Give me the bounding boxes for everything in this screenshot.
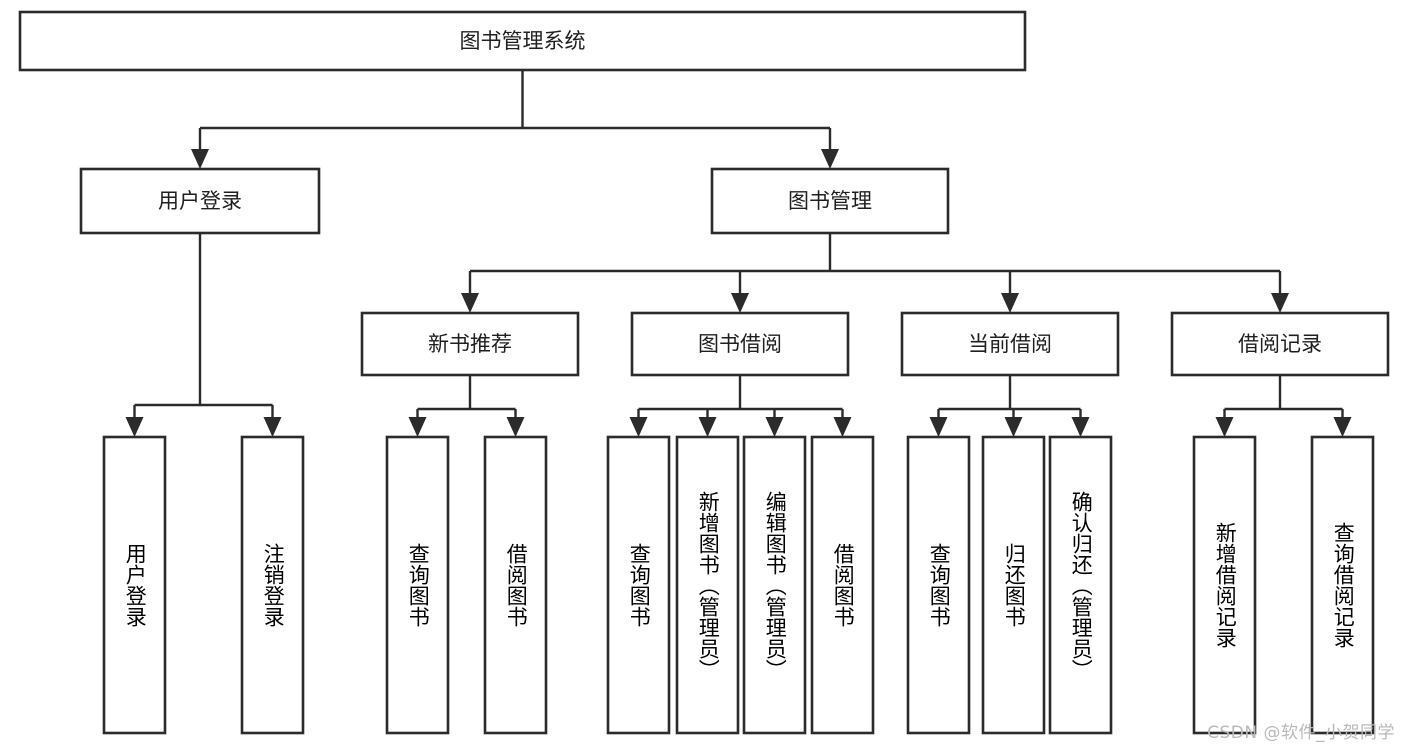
arrow-head-icon <box>1004 417 1023 437</box>
arrow-head-icon <box>461 293 479 313</box>
node-box-new-book-recommend[interactable] <box>360 311 580 377</box>
arrow-head-icon <box>1333 417 1352 437</box>
arrow-head-icon <box>263 417 282 437</box>
arrow-head-icon <box>125 417 144 437</box>
arrow-head-icon <box>1215 417 1234 437</box>
node-box-leaf-return-book[interactable] <box>981 435 1046 735</box>
connectors-layer <box>125 70 1352 437</box>
arrow-head-icon <box>698 417 717 437</box>
node-box-leaf-query-borrow-record[interactable] <box>1310 435 1375 735</box>
node-box-leaf-user-logout[interactable] <box>240 435 305 735</box>
node-box-book-borrow[interactable] <box>630 311 850 377</box>
arrow-head-icon <box>1271 293 1289 313</box>
arrow-head-icon <box>629 417 648 437</box>
node-box-leaf-query-book-recommend[interactable] <box>385 435 450 735</box>
arrow-head-icon <box>765 417 784 437</box>
boxes-layer <box>18 10 1390 735</box>
arrow-head-icon <box>408 417 427 437</box>
node-box-user-login[interactable] <box>79 167 321 235</box>
node-box-leaf-add-book-admin[interactable] <box>675 435 740 735</box>
node-box-leaf-query-book-borrow[interactable] <box>606 435 671 735</box>
node-label-book-manage: 图书管理 <box>788 189 872 213</box>
node-label-book-borrow: 图书借阅 <box>698 332 782 356</box>
arrow-head-icon <box>929 417 948 437</box>
arrow-head-icon <box>731 293 749 313</box>
arrow-head-icon <box>1001 293 1019 313</box>
node-label-borrow-record: 借阅记录 <box>1238 332 1322 356</box>
node-box-leaf-user-login[interactable] <box>102 435 167 735</box>
node-box-borrow-record[interactable] <box>1170 311 1390 377</box>
node-label-current-borrow: 当前借阅 <box>968 332 1052 356</box>
arrow-head-icon <box>191 149 209 169</box>
node-label-root: 图书管理系统 <box>460 29 586 53</box>
node-box-root[interactable] <box>18 10 1027 72</box>
arrow-head-icon <box>1071 417 1090 437</box>
arrow-head-icon <box>833 417 852 437</box>
arrow-head-icon <box>821 149 839 169</box>
node-box-leaf-borrow-book[interactable] <box>810 435 875 735</box>
node-box-book-manage[interactable] <box>710 167 950 235</box>
node-box-leaf-query-book-current[interactable] <box>906 435 971 735</box>
node-label-user-login: 用户登录 <box>158 189 242 213</box>
arrow-head-icon <box>506 417 525 437</box>
node-box-leaf-edit-book-admin[interactable] <box>742 435 807 735</box>
node-box-leaf-borrow-book-recommend[interactable] <box>483 435 548 735</box>
node-box-current-borrow[interactable] <box>900 311 1120 377</box>
csdn-watermark: CSDN @软件_小贺同学 <box>1207 723 1395 743</box>
node-label-new-book-recommend: 新书推荐 <box>428 332 512 356</box>
node-box-leaf-add-borrow-record[interactable] <box>1192 435 1257 735</box>
node-box-leaf-confirm-return-admin[interactable] <box>1048 435 1113 735</box>
